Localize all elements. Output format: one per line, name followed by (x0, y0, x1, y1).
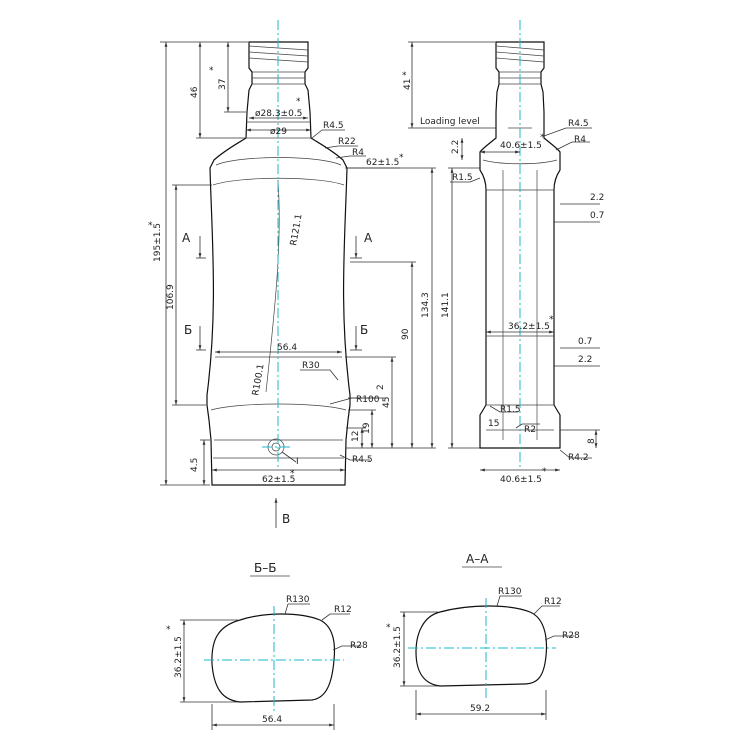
section-aa: A–A R130 R12 R28 36.2±1.5 * 59.2 (386, 552, 580, 720)
side-radius-r4-5: R4.5 (568, 119, 589, 129)
front-dim-h90: 90 (401, 328, 411, 340)
front-base-mark-i: I (296, 457, 299, 467)
side-star-w-mid: * (549, 315, 554, 325)
front-dim-h2: 2 (376, 384, 386, 390)
side-dim-w-top: 40.6±1.5 (500, 141, 542, 151)
side-radius-r4-2: R4.2 (568, 453, 589, 463)
side-bottle-outline (479, 41, 561, 449)
front-star-neck: * (296, 97, 301, 107)
section-bb-outline (211, 613, 336, 703)
front-dim-h37: 37 (218, 79, 228, 90)
section-bb-dim-h: 36.2±1.5 (174, 636, 184, 678)
side-loading-level: Loading level (420, 117, 480, 127)
side-dim-d2-2-b: 2.2 (578, 355, 592, 365)
front-dim-d-neck: ø28.3±0.5 (255, 109, 302, 119)
front-dim-h46: 46 (190, 86, 200, 98)
section-aa-dim-h: 36.2±1.5 (393, 626, 403, 668)
section-aa-title: A–A (466, 552, 489, 566)
side-dimension-lines (408, 41, 600, 472)
section-aa-r130: R130 (498, 587, 522, 597)
front-bottle-outline (206, 41, 351, 486)
side-star-w-bottom: * (542, 467, 547, 477)
section-bb-dim-w: 56.4 (262, 715, 282, 725)
front-dim-h106-9: 106.9 (166, 284, 176, 310)
section-bb-r130: R130 (286, 595, 310, 605)
section-bb: Б–Б R130 R12 R28 36.2±1.5 * 56.4 (166, 561, 368, 730)
side-dim-d2-2-right: 2.2 (590, 193, 604, 203)
front-radius-r121: R121.1 (289, 213, 304, 246)
front-dim-h4-5: 4.5 (190, 458, 200, 472)
side-dim-h141-1: 141.1 (441, 292, 451, 318)
front-radius-r100: R100 (356, 395, 380, 405)
front-radius-r22: R22 (338, 137, 356, 147)
side-radius-r1-5-top: R1.5 (452, 173, 473, 183)
side-radius-r4: R4 (574, 135, 586, 145)
side-radius-r2: R2 (524, 425, 536, 435)
front-view-b-label: B (282, 512, 290, 526)
front-dim-d-shoulder: ø29 (270, 127, 287, 137)
front-dim-h19: 19 (362, 422, 372, 434)
front-dimension-lines (160, 41, 436, 528)
front-radius-r30: R30 (302, 361, 320, 371)
section-bb-r28: R28 (350, 641, 368, 651)
side-dim-h41: 41 (403, 79, 413, 90)
section-aa-dim-w: 59.2 (470, 704, 490, 714)
front-dim-w-base: 62±1.5 (262, 475, 295, 485)
side-star-w-top: * (540, 133, 545, 143)
section-aa-outline (415, 605, 548, 687)
side-dim-d8: 8 (587, 438, 597, 444)
front-dim-h134-3: 134.3 (421, 292, 431, 318)
front-radius-r4: R4 (352, 148, 364, 158)
front-radius-r4-5-top: R4.5 (323, 121, 344, 131)
front-dim-w-waist: 56.4 (277, 343, 297, 353)
front-dim-h12: 12 (351, 431, 361, 442)
section-bb-star: * (166, 625, 171, 635)
section-aa-r28: R28 (562, 631, 580, 641)
side-dim-w-bottom: 40.6±1.5 (500, 475, 542, 485)
front-radius-r100-1: R100.1 (251, 363, 266, 396)
front-star-h37: * (209, 66, 214, 76)
section-bb-r12: R12 (334, 605, 352, 615)
front-radius-r4-5-bottom: R4.5 (352, 455, 373, 465)
front-dim-w-shoulder: 62±1.5 (366, 158, 399, 168)
side-dim-d15: 15 (488, 419, 499, 429)
side-dim-d0-7-b: 0.7 (578, 337, 592, 347)
front-star-h195: * (148, 221, 153, 231)
front-dim-h195: 195±1.5 (153, 223, 163, 262)
section-aa-r12: R12 (544, 597, 562, 607)
section-aa-star: * (386, 623, 391, 633)
section-bb-title: Б–Б (254, 561, 276, 575)
side-dim-d2-2: 2.2 (451, 140, 461, 154)
front-view: ø28.3±0.5 ø29 R4.5 R22 R4 62±1.5 * R121.… (148, 20, 436, 528)
front-section-b-right: Б (360, 323, 368, 337)
front-dim-h45: 45 (382, 397, 392, 408)
front-section-b-left: Б (184, 323, 192, 337)
front-label-arc (265, 179, 280, 393)
front-section-a-right: A (364, 231, 373, 245)
front-star-w-base: * (290, 469, 295, 479)
side-radius-r1-5-bottom: R1.5 (500, 405, 521, 415)
side-star-h41: * (402, 71, 407, 81)
side-view: 41 * Loading level 40.6±1.5 * R4.5 R4 2.… (402, 20, 604, 485)
front-section-a-left: A (182, 231, 191, 245)
side-dim-d0-7: 0.7 (590, 211, 604, 221)
front-star-w-shoulder: * (399, 153, 404, 163)
side-dim-w-mid: 36.2±1.5 (508, 322, 550, 332)
